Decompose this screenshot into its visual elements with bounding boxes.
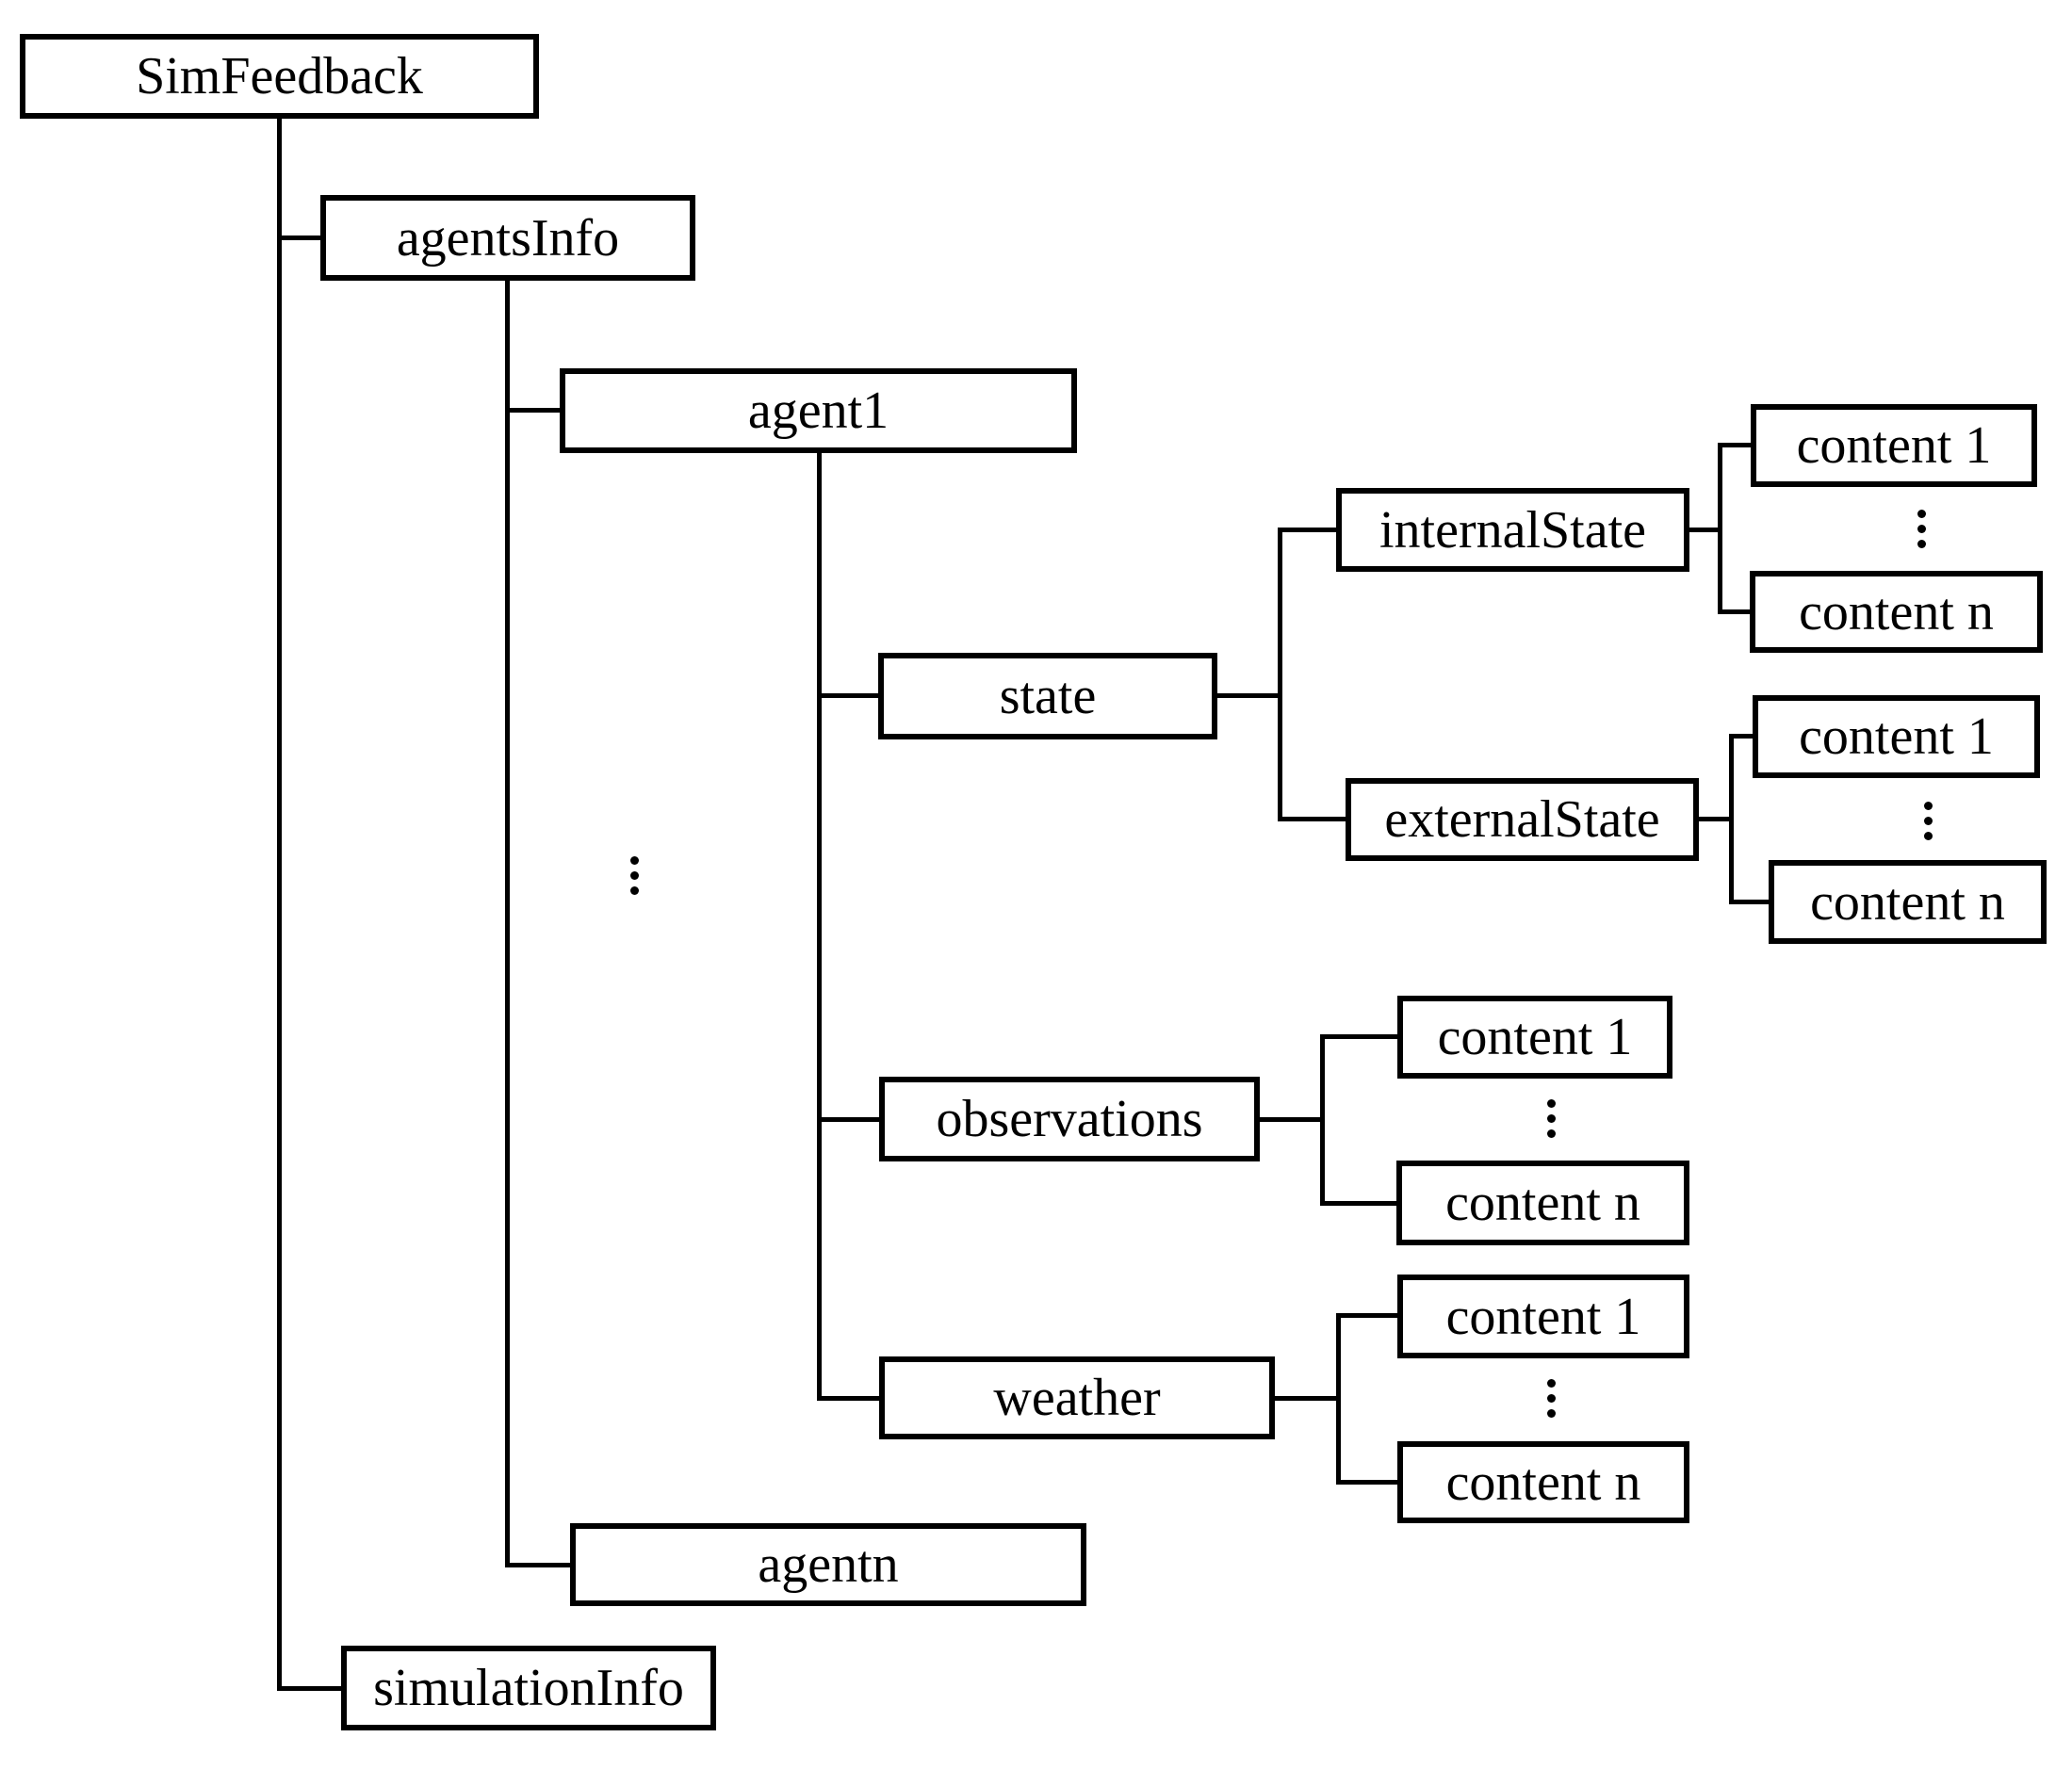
node-state: state [878,653,1217,739]
connector-agentsinfo-to-agentn [505,1563,570,1567]
connector-state-splitter [1278,528,1282,821]
node-weather-content-1: content 1 [1397,1275,1689,1358]
connector-agent1-to-state [817,693,878,698]
connector-agentsinfo-to-agent1 [505,408,560,413]
connector-agent1-trunk [817,453,822,1401]
connector-observations-out [1260,1117,1322,1122]
dot [1924,817,1933,825]
node-simfeedback: SimFeedback [20,34,539,119]
dot [1547,1114,1556,1123]
connector-externalstate-to-content1 [1729,734,1753,739]
connector-weather-to-content1 [1336,1313,1397,1318]
node-externalstate-content-n: content n [1769,860,2047,944]
node-simulationinfo: simulationInfo [341,1646,716,1730]
node-weather: weather [879,1356,1275,1439]
connector-internalstate-splitter [1718,443,1722,614]
node-externalstate: externalState [1346,778,1699,861]
connector-state-out [1217,693,1280,698]
connector-externalstate-splitter [1729,734,1734,904]
connector-internalstate-out [1689,528,1720,532]
node-internalstate: internalState [1336,488,1689,572]
vertical-ellipsis-agents [630,856,639,895]
dot [1547,1394,1556,1403]
vertical-ellipsis-internalstate-contents [1917,510,1926,548]
connector-internalstate-to-content1 [1718,443,1751,447]
connector-observations-to-contentn [1320,1201,1396,1206]
dot [1917,525,1926,533]
dot [1924,832,1933,840]
dot [1547,1099,1556,1108]
connector-externalstate-to-contentn [1729,900,1769,904]
node-agentn: agentn [570,1523,1086,1606]
dot [630,886,639,895]
connector-weather-to-contentn [1336,1480,1397,1485]
connector-state-to-externalstate [1278,817,1346,821]
node-observations-content-n: content n [1396,1161,1689,1245]
node-externalstate-content-1: content 1 [1753,695,2040,778]
dot [1547,1379,1556,1388]
dot [1917,510,1926,518]
connector-agent1-to-weather [817,1396,879,1401]
connector-observations-splitter [1320,1034,1325,1206]
dot [1547,1129,1556,1138]
connector-state-to-internalstate [1278,528,1336,532]
node-observations-content-1: content 1 [1397,996,1672,1079]
connector-simfeedback-trunk [277,119,282,1691]
vertical-ellipsis-externalstate-contents [1924,802,1933,840]
vertical-ellipsis-weather-contents [1547,1379,1556,1418]
connector-observations-to-content1 [1320,1034,1397,1039]
connector-internalstate-to-contentn [1718,609,1750,614]
dot [630,871,639,880]
node-weather-content-n: content n [1397,1441,1689,1523]
node-agent1: agent1 [560,368,1077,453]
dot [1924,802,1933,810]
node-observations: observations [879,1077,1260,1161]
dot [1547,1409,1556,1418]
connector-weather-splitter [1336,1313,1341,1485]
node-agentsinfo: agentsInfo [320,195,695,281]
connector-weather-out [1275,1396,1338,1401]
connector-externalstate-out [1699,817,1731,821]
node-internalstate-content-1: content 1 [1751,404,2037,487]
connector-simfeedback-to-agentsinfo [277,235,320,240]
dot [1917,540,1926,548]
dot [630,856,639,865]
connector-agentsinfo-trunk [505,281,510,1567]
vertical-ellipsis-observations-contents [1547,1099,1556,1138]
node-internalstate-content-n: content n [1750,571,2043,653]
connector-agent1-to-observations [817,1117,879,1122]
connector-simfeedback-to-simulationinfo [277,1686,341,1691]
